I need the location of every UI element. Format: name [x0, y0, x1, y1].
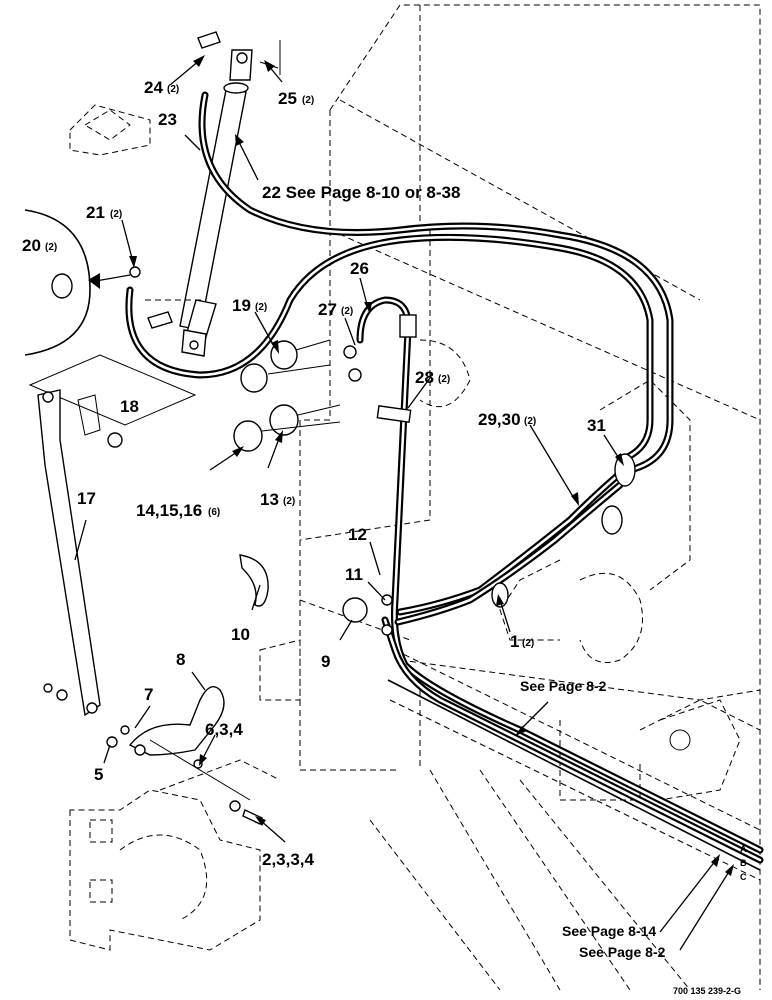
callout-21: 21 — [86, 203, 105, 222]
callout-17: 17 — [77, 489, 96, 508]
callout-18: 18 — [120, 397, 139, 416]
callout-20: 20 — [22, 236, 41, 255]
callout-14-15-16-qty: (6) — [208, 507, 220, 518]
hose-label-b: B — [740, 858, 747, 868]
callout-29-30-qty: (2) — [524, 416, 536, 427]
callout-19-qty: (2) — [255, 302, 267, 313]
callout-6-3-4: 6,3,4 — [205, 720, 243, 739]
callout-27-qty: (2) — [341, 306, 353, 317]
callout-22: 22 See Page 8-10 or 8-38 — [262, 183, 460, 202]
link-assembly — [43, 683, 263, 825]
callout-8: 8 — [176, 650, 185, 669]
see-page-8-14: See Page 8-14 — [562, 923, 656, 939]
see-page-8-2-bottom: See Page 8-2 — [579, 944, 666, 960]
callout-9: 9 — [321, 652, 330, 671]
callout-12: 12 — [348, 525, 367, 544]
callout-19: 19 — [232, 296, 251, 315]
callout-29-30: 29,30 — [478, 410, 521, 429]
callout-1: 1 — [510, 632, 519, 651]
callout-23: 23 — [158, 110, 177, 129]
callout-14-15-16: 14,15,16 — [136, 501, 202, 520]
hydraulic-cylinder — [145, 31, 281, 357]
callout-13-qty: (2) — [283, 496, 295, 507]
callout-13: 13 — [260, 490, 279, 509]
callout-21-qty: (2) — [110, 209, 122, 220]
callout-2-3-3-4: 2,3,3,4 — [262, 850, 315, 869]
hose-label-a: A — [740, 844, 747, 854]
reference-notes: See Page 8-2 See Page 8-14 See Page 8-2 … — [520, 678, 747, 996]
lift-arm — [28, 354, 197, 717]
callout-10: 10 — [231, 625, 250, 644]
detail-inset — [24, 209, 141, 356]
frame-outline — [259, 4, 761, 991]
clamps-and-fittings — [239, 314, 636, 636]
cylinder-anchor-bracket — [69, 104, 151, 156]
callout-1-qty: (2) — [522, 638, 534, 649]
callout-28: 28 — [415, 368, 434, 387]
figure-code: 700 135 239-2-G — [673, 986, 741, 996]
callout-11: 11 — [345, 565, 363, 584]
callout-labels: 24 (2) 25 (2) 23 22 See Page 8-10 or 8-3… — [22, 78, 606, 869]
callout-26: 26 — [350, 259, 369, 278]
mount-bracket — [69, 759, 281, 951]
callout-25: 25 — [278, 89, 297, 108]
callout-31: 31 — [587, 416, 606, 435]
callout-5: 5 — [94, 765, 103, 784]
callout-24-qty: (2) — [167, 84, 179, 95]
hose-label-c: C — [740, 872, 747, 882]
callout-7: 7 — [144, 685, 153, 704]
see-page-8-2-top: See Page 8-2 — [520, 678, 607, 694]
leader-lines — [74, 55, 734, 951]
callout-24: 24 — [144, 78, 163, 97]
hydraulic-hoses — [125, 91, 764, 871]
callout-25-qty: (2) — [302, 95, 314, 106]
callout-20-qty: (2) — [45, 242, 57, 253]
callout-27: 27 — [318, 300, 337, 319]
callout-28-qty: (2) — [438, 374, 450, 385]
